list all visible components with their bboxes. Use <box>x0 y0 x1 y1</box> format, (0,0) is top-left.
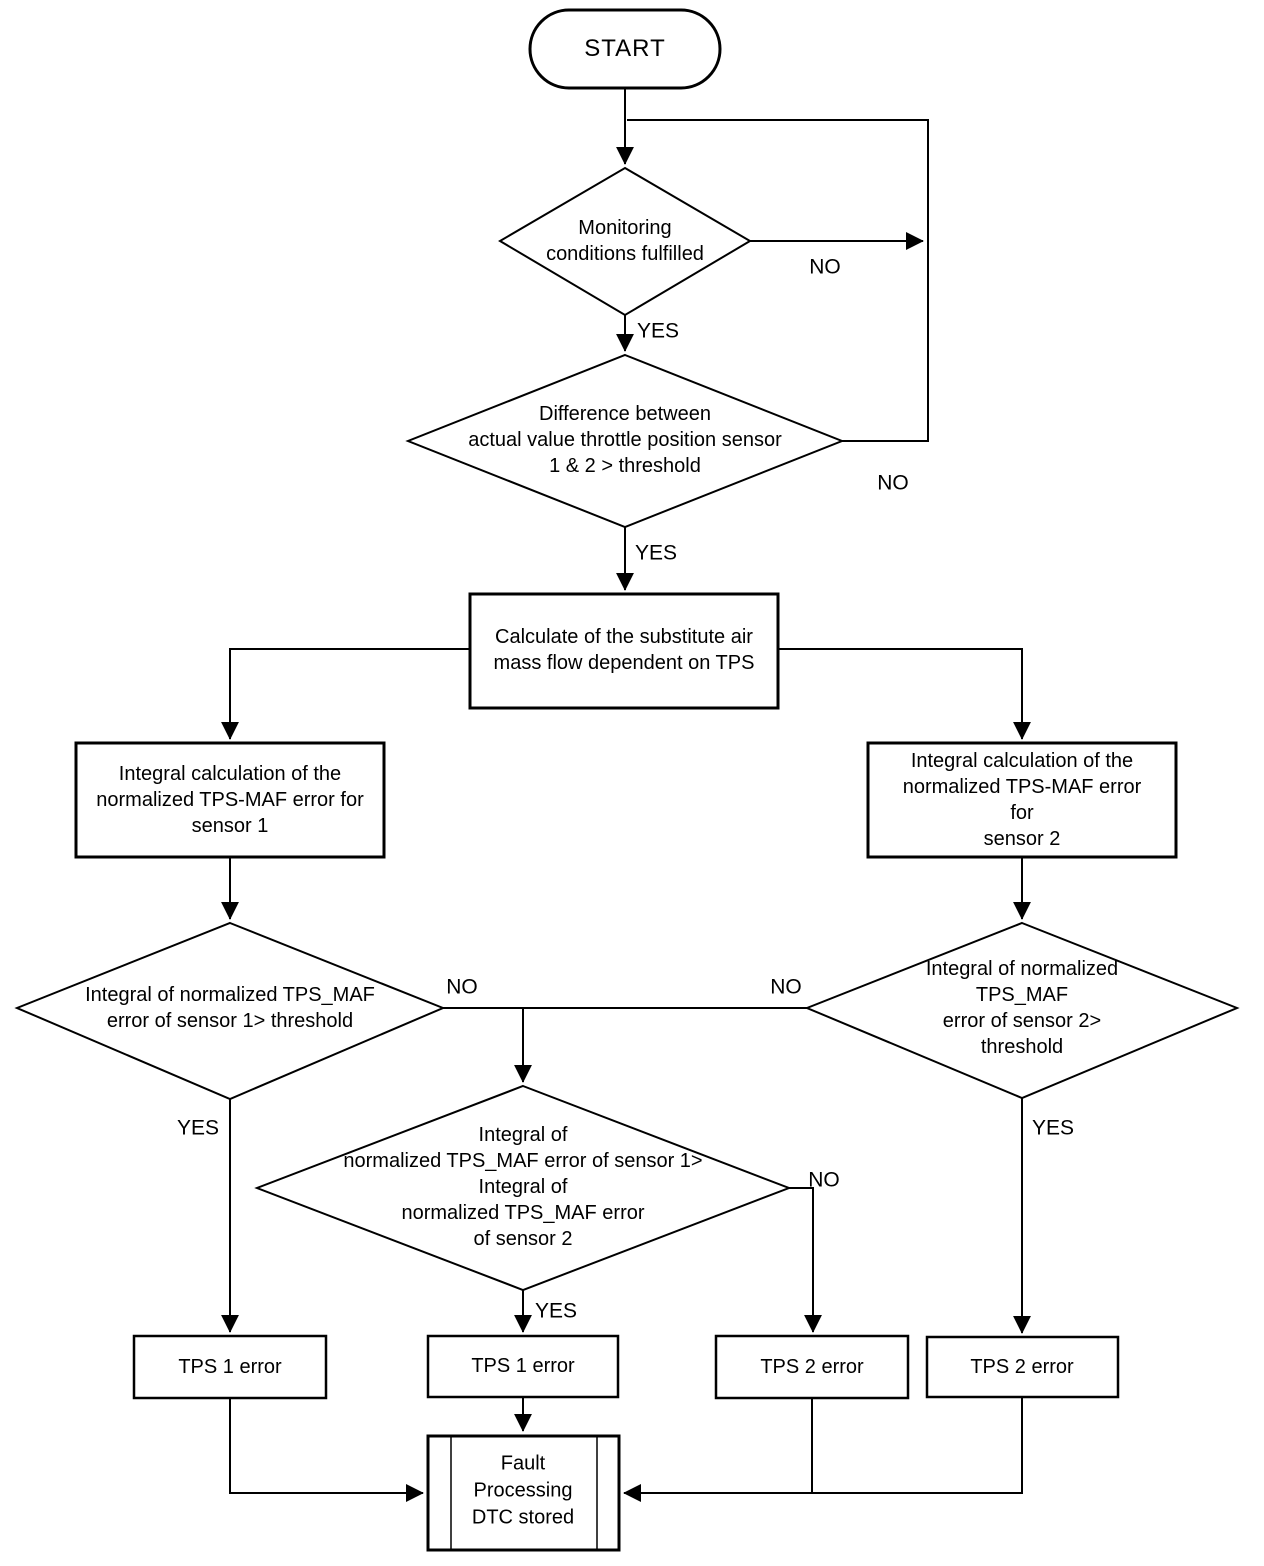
process-integral2-shape <box>866 741 1178 859</box>
decision-monitoring-label: Monitoring conditions fulfilled <box>546 217 704 265</box>
process-integral1-shape <box>74 741 386 859</box>
edge-label-threshold1-yes: YES <box>176 1116 220 1140</box>
process-tps2-error-mid-label: TPS 2 error <box>760 1356 864 1378</box>
decision-threshold2-shape <box>804 921 1240 1100</box>
connector-tps1left-to-fault <box>229 1398 424 1502</box>
process-tps2-error-right-label: TPS 2 error <box>970 1356 1074 1378</box>
connector-calculate-to-integral2 <box>778 648 1031 740</box>
decision-threshold1-shape <box>14 921 446 1101</box>
decision-monitoring-shape <box>498 166 752 317</box>
process-tps2-error-mid-shape <box>714 1334 910 1400</box>
process-integral1-label: Integral calculation of the normalized T… <box>96 763 364 837</box>
decision-threshold1-label: Integral of normalized TPS_MAF error of … <box>85 984 375 1032</box>
edge-label-difference-yes: YES <box>634 541 678 565</box>
process-calculate-shape <box>468 592 780 710</box>
edge-label-threshold2-yes: YES <box>1031 1116 1075 1140</box>
decision-compare-shape <box>254 1084 792 1292</box>
predefined-fault-processing-label: Fault Processing DTC stored <box>471 1452 575 1529</box>
edge-label-monitoring-no: NO <box>809 255 841 279</box>
edge-label-monitoring-yes: YES <box>636 319 680 343</box>
start-node-shape <box>528 8 722 90</box>
decision-difference-label: Difference between actual value throttle… <box>468 403 782 477</box>
edge-label-difference-no: NO <box>877 471 909 495</box>
process-tps1-error-mid-shape <box>426 1334 620 1399</box>
process-tps1-error-left-shape <box>132 1334 328 1400</box>
decision-compare-label: Integral of normalized TPS_MAF error of … <box>343 1124 703 1250</box>
edge-label-threshold1-no: NO <box>446 975 478 999</box>
edge-label-compare-yes: YES <box>534 1299 578 1323</box>
start-node-label: START <box>584 35 666 62</box>
edge-label-compare-no: NO <box>808 1168 840 1192</box>
connector-calculate-to-integral1 <box>221 648 470 740</box>
process-calculate-label: Calculate of the substitute air mass flo… <box>493 626 755 674</box>
process-tps1-error-mid-label: TPS 1 error <box>471 1355 575 1377</box>
process-tps1-error-left-label: TPS 1 error <box>178 1356 282 1378</box>
decision-threshold2-label: Integral of normalized TPS_MAF error of … <box>925 958 1119 1058</box>
connector-tps2right-to-fault <box>623 1397 1023 1502</box>
connector-difference-no-loop <box>627 119 929 442</box>
edge-label-threshold2-no: NO <box>770 975 802 999</box>
process-integral2-label: Integral calculation of the normalized T… <box>902 750 1142 850</box>
connector-compare-no <box>789 1187 822 1333</box>
predefined-fault-processing-shape <box>426 1434 621 1552</box>
decision-difference-shape <box>405 353 845 529</box>
process-tps2-error-right-shape <box>925 1335 1120 1399</box>
